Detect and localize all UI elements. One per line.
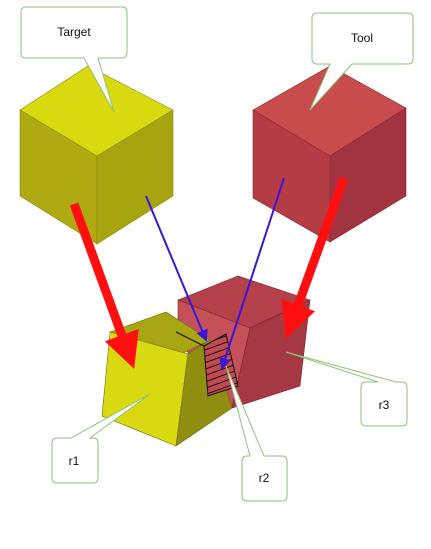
tool-callout-label: Tool: [351, 31, 373, 45]
target-cube-right-face: [96, 109, 174, 245]
tool-cube: [252, 65, 407, 243]
target-callout: Target: [20, 6, 128, 113]
r2-callout: r2: [225, 365, 288, 502]
target-cube: [19, 65, 174, 245]
target-callout-bubble: [20, 6, 128, 113]
r3-callout: r3: [285, 351, 408, 427]
r3-callout-label: r3: [379, 398, 390, 412]
r2-callout-label: r2: [259, 471, 270, 485]
tool-to-r2-arrow: [219, 177, 285, 370]
tool-to-r3-arrow: [281, 176, 349, 339]
target-to-r2-arrow: [145, 195, 208, 342]
intersection-edge: [175, 331, 205, 347]
r1-callout-label: r1: [69, 454, 80, 468]
r3-callout-bubble: [285, 351, 408, 427]
tool-callout-bubble: [309, 12, 414, 111]
tool-callout: Tool: [309, 12, 414, 111]
r1-callout-bubble: [51, 393, 151, 484]
target-callout-label: Target: [57, 25, 91, 39]
r2-callout-bubble: [225, 365, 288, 502]
r1-callout: r1: [51, 393, 151, 484]
target-to-r1-arrow: [69, 202, 139, 369]
